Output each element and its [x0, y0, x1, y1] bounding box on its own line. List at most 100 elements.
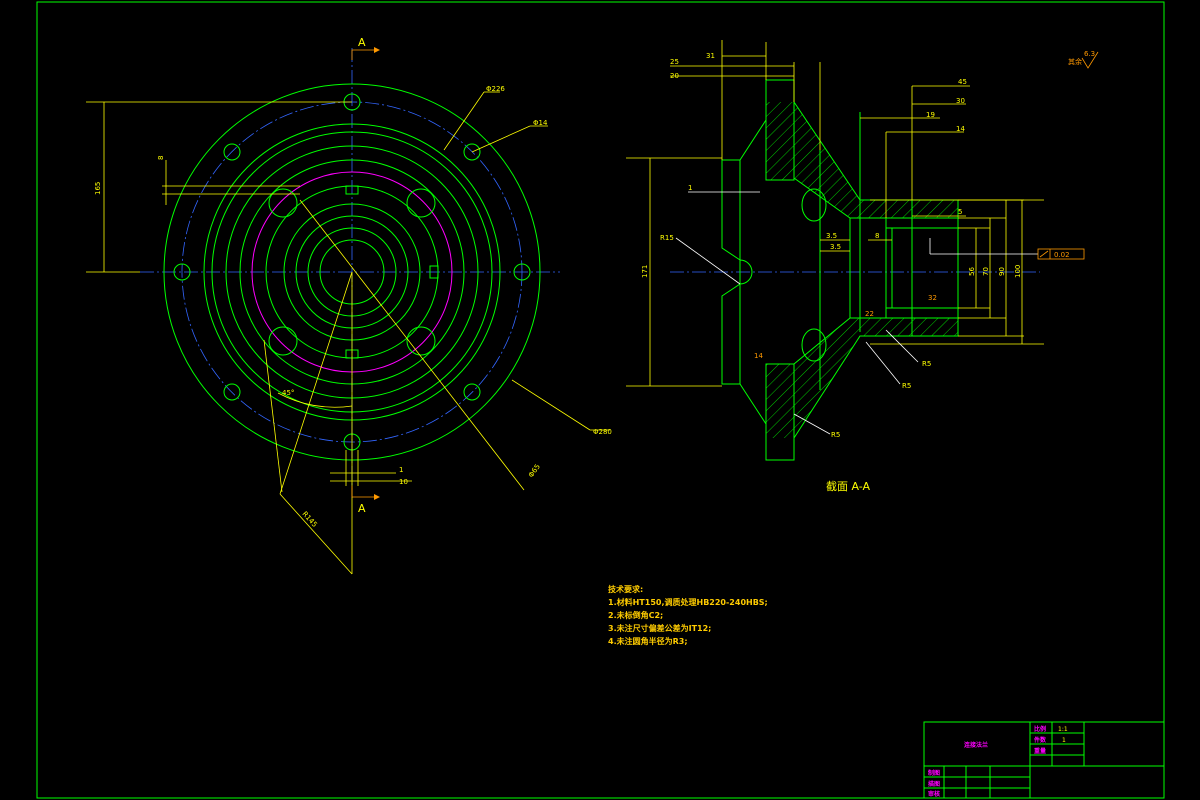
- dim-text: R5: [902, 382, 911, 390]
- section-hole: [801, 188, 827, 222]
- section-hole: [801, 328, 827, 362]
- leader: [793, 413, 831, 435]
- dim-text: 19: [926, 111, 935, 119]
- leader: [675, 237, 741, 285]
- dim-line: [279, 271, 353, 495]
- dim-text: 165: [94, 182, 102, 195]
- dim-text: 8: [875, 232, 879, 240]
- leader: [511, 379, 591, 431]
- section-arrowhead: [374, 47, 380, 53]
- hub-taper-lower-hatch: [794, 318, 912, 438]
- dim-text: 1: [399, 466, 403, 474]
- dim-text: 22: [865, 310, 874, 318]
- inner-hole: [268, 326, 298, 356]
- dim-text: 31: [706, 52, 715, 60]
- leader: [471, 125, 531, 153]
- sheet-border: [36, 1, 1165, 799]
- dim-text: R5: [922, 360, 931, 368]
- dim-text: 30: [956, 97, 965, 105]
- leader: [865, 341, 901, 385]
- outer-hole: [173, 263, 191, 281]
- section-view: 31 25 20 45 30 19 14 1 R15 171 3.5 3.5: [626, 40, 1099, 493]
- hub-end-hatch: [912, 200, 958, 218]
- notes-line: 3.未注尺寸偏差公差为IT12;: [608, 623, 711, 633]
- dim-line: [279, 493, 353, 575]
- dim-line: [299, 199, 525, 491]
- dim-text: 1: [688, 184, 692, 192]
- part-name: 连接法兰: [964, 741, 988, 749]
- dim-text: 14: [956, 125, 965, 133]
- dim-line: [263, 339, 283, 493]
- scale-label: 比例: [1034, 725, 1046, 733]
- outer-hole: [463, 383, 481, 401]
- section-mark-top: A: [358, 36, 366, 49]
- tolerance-frame: [1037, 248, 1085, 260]
- dim-text: 45°: [282, 389, 294, 397]
- dim-text: 3.5: [826, 232, 837, 240]
- notes-line: 1.材料HT150,调质处理HB220-240HBS;: [608, 597, 768, 607]
- roughness-value: 6.3: [1084, 50, 1095, 58]
- dim-text: 3.5: [830, 243, 841, 251]
- count-label: 件数: [1034, 736, 1047, 744]
- section-arrow-top: [351, 49, 374, 60]
- dim-text: 8: [157, 156, 165, 160]
- outer-hole: [223, 143, 241, 161]
- inner-hole: [268, 188, 298, 218]
- section-mark-bottom: A: [358, 502, 366, 515]
- dim-text: R5: [831, 431, 840, 439]
- dim-text: Φ14: [533, 119, 548, 127]
- dim-text: 100: [1014, 265, 1022, 278]
- roughness-symbol: [1081, 51, 1099, 69]
- hub-taper-upper-hatch: [794, 102, 912, 218]
- section-title: 截面 A-A: [826, 479, 871, 493]
- dim-text: Φ226: [486, 85, 505, 93]
- weight-label: 重量: [1034, 747, 1046, 755]
- angle-arc: [277, 392, 353, 408]
- reviewer-label: 描图: [928, 780, 940, 788]
- tolerance-value: 0.02: [1054, 251, 1070, 259]
- leader: [885, 329, 919, 363]
- hub-end-hatch: [912, 318, 958, 336]
- dim-text: 171: [641, 265, 649, 278]
- notes-line: 4.未注圆角半径为R3;: [608, 636, 688, 646]
- dim-text: 14: [754, 352, 763, 360]
- dim-text: 70: [982, 267, 990, 276]
- notes-heading: 技术要求:: [608, 584, 643, 594]
- notch: [345, 185, 359, 195]
- dim-text: Φ280: [593, 428, 612, 436]
- dim-text: R15: [660, 234, 674, 242]
- title-block-frame: [923, 721, 1165, 799]
- dim-text: 45: [958, 78, 967, 86]
- designer-label: 制图: [928, 769, 940, 777]
- dim-text: 25: [670, 58, 679, 66]
- title-block: 连接法兰 比例 1:1 件数 1 重量 制图 描图 审核: [923, 721, 1165, 799]
- inner-hole: [406, 188, 436, 218]
- checker-label: 审核: [928, 790, 940, 798]
- dim-text: 5: [958, 208, 962, 216]
- flange-hatch: [766, 102, 794, 180]
- dim-text: 32: [928, 294, 937, 302]
- flatness-symbol: [1039, 250, 1049, 258]
- inner-hole: [406, 326, 436, 356]
- roughness-label: 其余: [1068, 57, 1082, 66]
- notch: [429, 265, 439, 279]
- outer-hole: [223, 383, 241, 401]
- dim-text: 20: [670, 72, 679, 80]
- notes-line: 2.未标倒角C2;: [608, 610, 663, 620]
- flange-hatch: [766, 364, 794, 438]
- dim-text: 90: [998, 267, 1006, 276]
- r15-notch: [739, 259, 753, 285]
- outer-hole: [463, 143, 481, 161]
- dim-text: 56: [968, 267, 976, 276]
- outer-hole: [513, 263, 531, 281]
- count-value: 1: [1062, 737, 1066, 744]
- scale-value: 1:1: [1058, 726, 1068, 733]
- front-view: 165 8 Φ226 Φ14 Φ280 Φ65 R145 45°: [86, 36, 612, 575]
- section-arrowhead: [374, 494, 380, 500]
- leader: [443, 91, 485, 151]
- section-arrow-bottom: [351, 486, 374, 498]
- technical-notes: 技术要求: 1.材料HT150,调质处理HB220-240HBS; 2.未标倒角…: [608, 584, 768, 646]
- dim-text: 10: [399, 478, 408, 486]
- dim-text: Φ65: [527, 463, 542, 479]
